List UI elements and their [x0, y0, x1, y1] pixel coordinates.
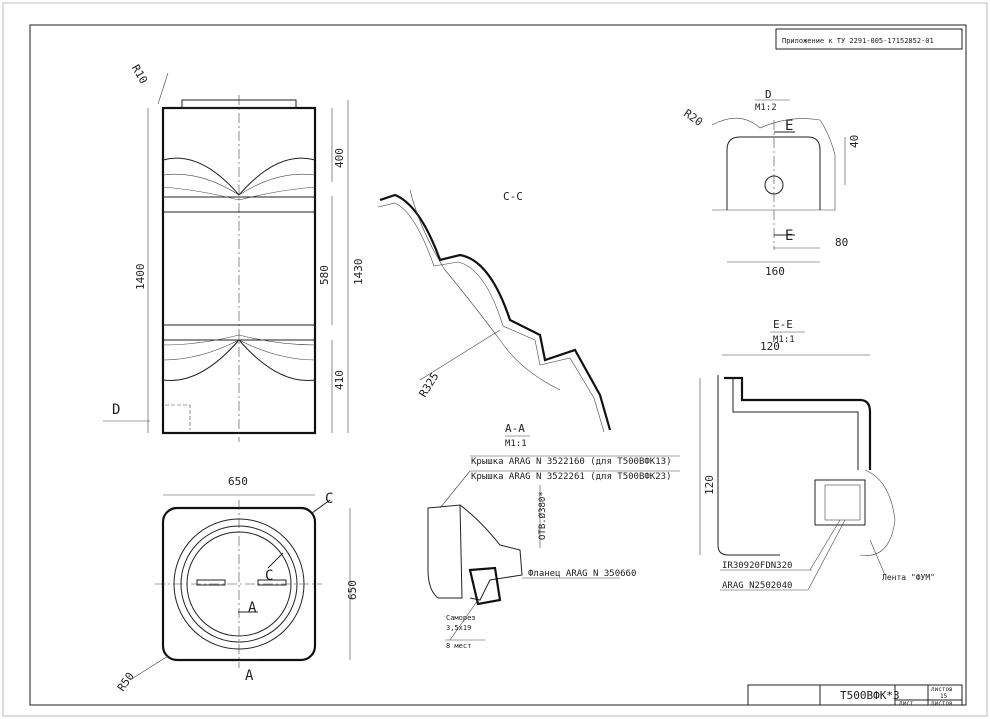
section-ee-title: E-E	[773, 318, 793, 331]
screw-label: Саморез	[446, 614, 476, 622]
section-aa-scale: M1:1	[505, 439, 527, 449]
screw-count: 8 мест	[446, 642, 471, 650]
top-view	[129, 494, 351, 681]
lid-label-1: Крышка ARAG N 3522160 (для T500ВФК13)	[471, 457, 671, 467]
dim-1400: 1400	[134, 264, 147, 291]
dim-650-width: 650	[228, 475, 248, 488]
sheets-value: 15	[940, 693, 948, 700]
hole-dimension: ОТВ.Ø380*	[537, 491, 548, 540]
section-cc	[377, 189, 612, 433]
sheet-label: лист	[899, 700, 914, 707]
appendix-text: Приложение к ТУ 2291-005-17152852-01	[782, 37, 934, 45]
cut-c-marker: C	[325, 491, 333, 507]
dim-1430: 1430	[352, 259, 365, 286]
dim-40: 40	[848, 135, 861, 148]
dim-r10: R10	[129, 62, 150, 86]
dim-r20: R20	[681, 107, 705, 129]
screw-size: 3,5х19	[446, 624, 471, 632]
lid-label-2: Крышка ARAG N 3522261 (для T500ВФК23)	[471, 472, 671, 482]
sheets-label: листов	[931, 686, 953, 693]
section-ee-scale: M1:1	[773, 335, 795, 345]
tape-label: Лента "ФУМ"	[882, 573, 935, 582]
view-d-scale: M1:2	[755, 103, 777, 113]
dim-80: 80	[835, 236, 848, 249]
part-ir30920: IR30920FDN320	[722, 561, 792, 571]
dim-400: 400	[333, 148, 346, 168]
sheets-label-2: листов	[931, 700, 953, 707]
cut-e-marker-2: E	[785, 228, 793, 244]
view-d-title: D	[765, 88, 772, 101]
dim-120-width: 120	[760, 340, 780, 353]
section-cc-title: C-C	[503, 190, 523, 203]
dim-410: 410	[333, 370, 346, 390]
section-aa	[427, 435, 680, 641]
drawing-frame	[29, 24, 967, 706]
part-arag-2502040: ARAG N2502040	[722, 581, 792, 591]
dim-120-height: 120	[703, 475, 716, 495]
view-d	[711, 99, 846, 263]
designation-text: T500ВФК*3	[840, 689, 900, 702]
section-ee	[699, 331, 896, 591]
cut-a-marker-2: A	[245, 668, 254, 684]
appendix-block: Приложение к ТУ 2291-005-17152852-01	[775, 28, 963, 50]
dim-160: 160	[765, 265, 785, 278]
dim-r325: R325	[417, 370, 442, 399]
front-view	[103, 72, 349, 442]
dim-650-height: 650	[346, 580, 359, 600]
dim-r50: R50	[115, 670, 137, 694]
dim-580: 580	[318, 265, 331, 285]
cut-c-marker-2: C	[265, 568, 273, 584]
title-block: T500ВФК*3 листов 15 лист листов	[747, 684, 963, 707]
flange-label: Фланец ARAG N 350660	[528, 569, 636, 579]
view-d-marker: D	[112, 402, 120, 418]
cut-e-marker: E	[785, 118, 793, 134]
cut-a-marker: A	[248, 600, 257, 616]
section-aa-title: A-A	[505, 422, 525, 435]
